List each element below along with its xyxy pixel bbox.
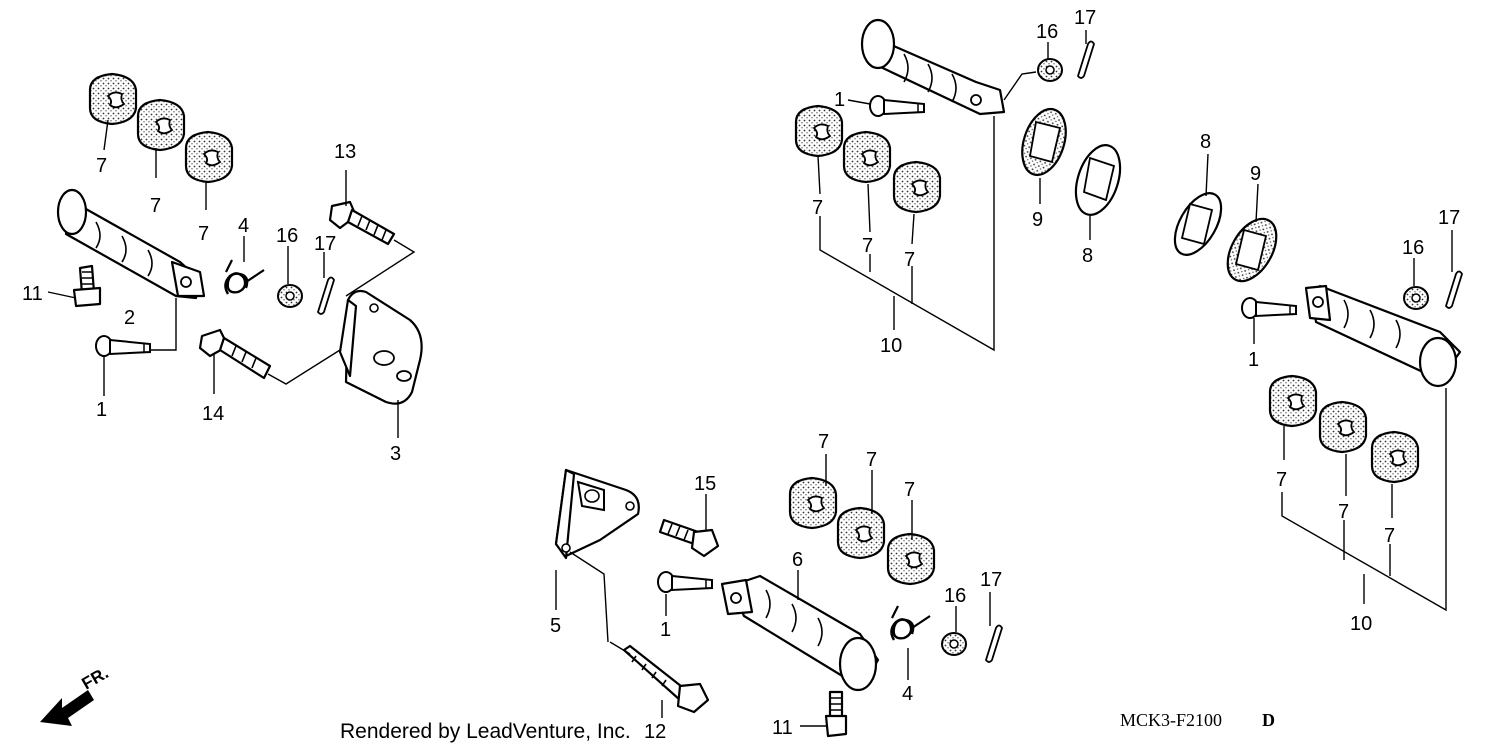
callout-5: 5	[550, 615, 561, 637]
callout-8: 8	[1082, 245, 1093, 267]
pin-1-top	[869, 95, 925, 117]
callout-7: 7	[1338, 501, 1349, 523]
rubber-7-bottom-a	[788, 476, 838, 530]
pin-1-right	[1241, 297, 1297, 319]
bolt-11-left	[72, 264, 102, 308]
callout-12: 12	[644, 721, 666, 743]
right-footpeg-assembly	[1173, 153, 1463, 612]
rubber-7-right-a	[1268, 374, 1318, 428]
direction-label: FR.	[79, 663, 112, 693]
washer-16-bottom	[941, 632, 967, 656]
bolt-11-bottom	[824, 690, 848, 738]
callout-15: 15	[694, 473, 716, 495]
cotter-17-right	[1445, 270, 1463, 309]
rubber-7-top-c	[892, 160, 942, 214]
callout-7: 7	[904, 479, 915, 501]
callout-1: 1	[660, 619, 671, 641]
callout-labels: 7 7 7 11 2 4 16 17 13 1 14 3 16 17 1 7 7…	[22, 7, 1460, 743]
footpeg-6	[720, 574, 880, 692]
callout-10: 10	[880, 335, 902, 357]
callout-14: 14	[202, 403, 224, 425]
callout-17: 17	[1438, 207, 1460, 229]
footpeg-right	[1304, 284, 1462, 388]
rubber-7-bottom-b	[836, 506, 886, 560]
callout-9: 9	[1032, 209, 1043, 231]
diagram-revision: D	[1262, 710, 1275, 730]
callout-17: 17	[314, 233, 336, 255]
front-direction-arrow: FR.	[40, 663, 112, 726]
bolt-15	[658, 518, 720, 558]
bolt-13	[328, 200, 396, 246]
left-footpeg-assembly	[47, 72, 423, 438]
callout-16: 16	[1402, 237, 1424, 259]
callout-11: 11	[22, 283, 43, 305]
callout-7: 7	[1384, 525, 1395, 547]
cotter-17-top	[1077, 40, 1095, 79]
rubber-7-left-a	[88, 72, 138, 126]
callout-7: 7	[198, 223, 209, 245]
callout-7: 7	[904, 249, 915, 271]
top-center-footpeg-assembly	[794, 18, 1122, 352]
callout-9: 9	[1250, 163, 1261, 185]
callout-2: 2	[124, 307, 135, 329]
washer-16-top	[1037, 58, 1063, 82]
callout-4: 4	[902, 683, 913, 705]
callout-7: 7	[150, 195, 161, 217]
callout-7: 7	[862, 235, 873, 257]
washer-16-left	[277, 284, 303, 308]
diagram-code: MCK3-F2100	[1120, 710, 1222, 730]
cotter-17-left	[317, 276, 335, 315]
rubber-7-right-c	[1370, 430, 1420, 484]
rubber-7-bottom-c	[886, 532, 936, 586]
callout-8: 8	[1200, 131, 1211, 153]
callout-1: 1	[834, 89, 845, 111]
callout-3: 3	[390, 443, 401, 465]
shim-8-top	[1074, 144, 1122, 216]
bracket-3	[338, 289, 423, 405]
bracket-5	[554, 468, 640, 560]
callout-7: 7	[812, 197, 823, 219]
callout-16: 16	[276, 225, 298, 247]
shim-8-right	[1173, 192, 1223, 256]
callout-6: 6	[792, 549, 803, 571]
callout-1: 1	[1248, 349, 1259, 371]
footpeg-top	[860, 18, 1006, 116]
bolt-12	[622, 644, 710, 714]
shim-9-top	[1021, 107, 1067, 177]
callout-7: 7	[1276, 469, 1287, 491]
bottom-footpeg-assembly	[554, 454, 1003, 738]
callout-7: 7	[818, 431, 829, 453]
callout-7: 7	[866, 449, 877, 471]
pin-1-left	[95, 335, 151, 357]
callout-11: 11	[772, 717, 793, 739]
callout-16: 16	[944, 585, 966, 607]
spring-4-left	[224, 258, 266, 296]
rubber-7-top-a	[794, 104, 844, 158]
callout-1: 1	[96, 399, 107, 421]
rubber-7-top-b	[842, 130, 892, 184]
shim-9-right	[1226, 217, 1278, 283]
bolt-14	[198, 328, 272, 380]
spring-4-bottom	[890, 604, 932, 642]
callout-16: 16	[1036, 21, 1058, 43]
rubber-7-left-c	[184, 130, 234, 184]
rubber-7-right-b	[1318, 400, 1368, 454]
callout-17: 17	[1074, 7, 1096, 29]
callout-4: 4	[238, 215, 249, 237]
cotter-17-bottom	[985, 624, 1003, 663]
footpeg-2	[56, 188, 206, 300]
callout-7: 7	[96, 155, 107, 177]
callout-17: 17	[980, 569, 1002, 591]
callout-10: 10	[1350, 613, 1372, 635]
rubber-7-left-b	[136, 98, 186, 152]
pin-1-bottom	[657, 571, 713, 593]
washer-16-right	[1403, 286, 1429, 310]
render-credit: Rendered by LeadVenture, Inc.	[340, 720, 631, 743]
callout-13: 13	[334, 141, 356, 163]
